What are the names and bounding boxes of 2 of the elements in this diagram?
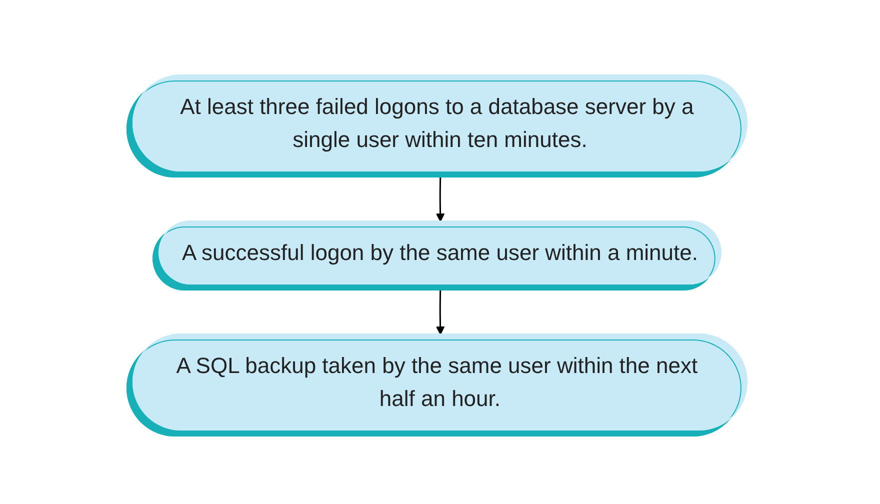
arrow bbox=[436, 170, 445, 222]
arrow bbox=[436, 284, 445, 334]
